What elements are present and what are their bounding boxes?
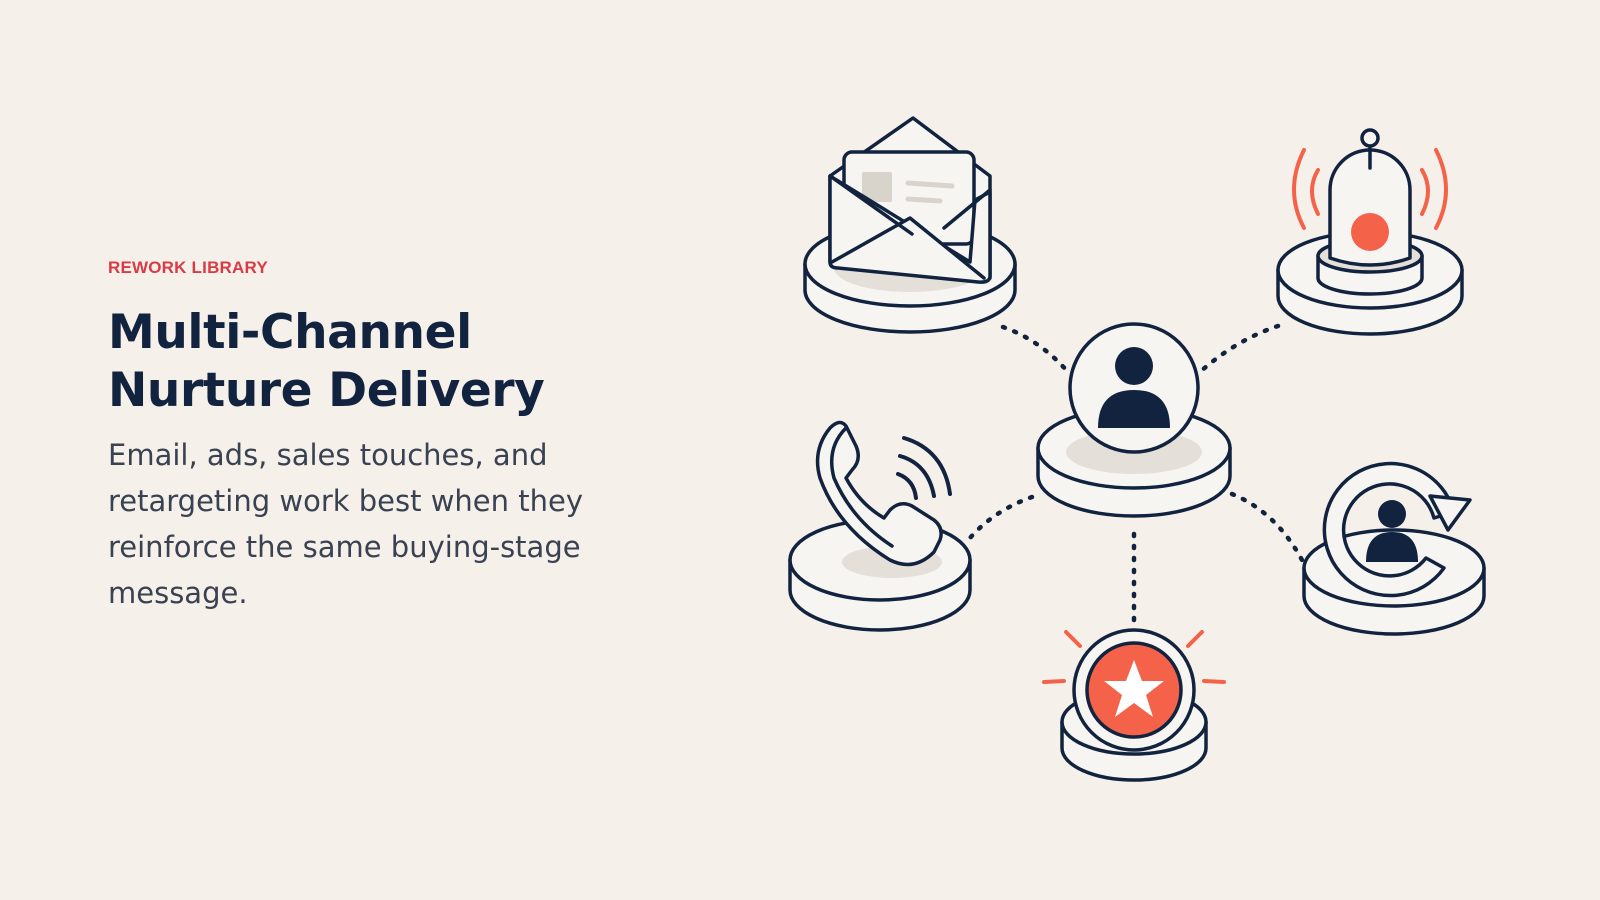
description: Email, ads, sales touches, and retargeti…	[108, 438, 584, 610]
connector-lines	[962, 323, 1305, 625]
title-line-2: Nurture Delivery	[108, 363, 545, 418]
beacon-signal-waves	[1292, 148, 1448, 230]
phone-inner-line	[830, 426, 894, 548]
connector-email	[1000, 324, 1071, 375]
eyebrow-label: REWORK LIBRARY	[108, 258, 268, 277]
channel-ads	[1276, 128, 1464, 336]
star-badge-rays	[1042, 630, 1226, 684]
letter-photo	[862, 172, 892, 202]
letter-line-2	[905, 196, 943, 204]
page-title: Multi-Channel Nurture Delivery	[108, 304, 668, 420]
connector-retargeting	[1229, 491, 1305, 563]
center-node	[1036, 322, 1232, 518]
envelope-left-fold	[828, 174, 914, 236]
envelope-flap	[830, 216, 986, 280]
retarget-user-head	[1378, 500, 1406, 528]
refresh-arrow-head	[1428, 494, 1472, 532]
channel-featured	[1042, 628, 1226, 782]
phone-signal-waves	[896, 436, 952, 500]
refresh-arrow-ring	[1322, 461, 1456, 598]
center-avatar-circle	[1068, 322, 1200, 454]
user-refresh-icon	[1366, 532, 1418, 562]
connector-ads	[1197, 323, 1281, 375]
title-line-1: Multi-Channel	[108, 305, 472, 360]
envelope-right-fold	[942, 188, 992, 230]
beacon-light	[1351, 213, 1389, 251]
user-icon	[1098, 390, 1170, 428]
letter-line-1	[905, 180, 955, 189]
connector-sales	[962, 494, 1035, 547]
phone-icon	[815, 420, 943, 567]
user-icon-head	[1115, 347, 1153, 385]
star-badge-icon	[1104, 660, 1164, 717]
beacon-antenna-tip	[1360, 128, 1380, 148]
channel-sales	[788, 420, 972, 632]
channel-retargeting	[1302, 461, 1486, 636]
channel-email	[803, 116, 1017, 334]
text-panel: REWORK LIBRARY Multi-Channel Nurture Del…	[108, 258, 668, 616]
beacon-dome	[1328, 148, 1412, 267]
